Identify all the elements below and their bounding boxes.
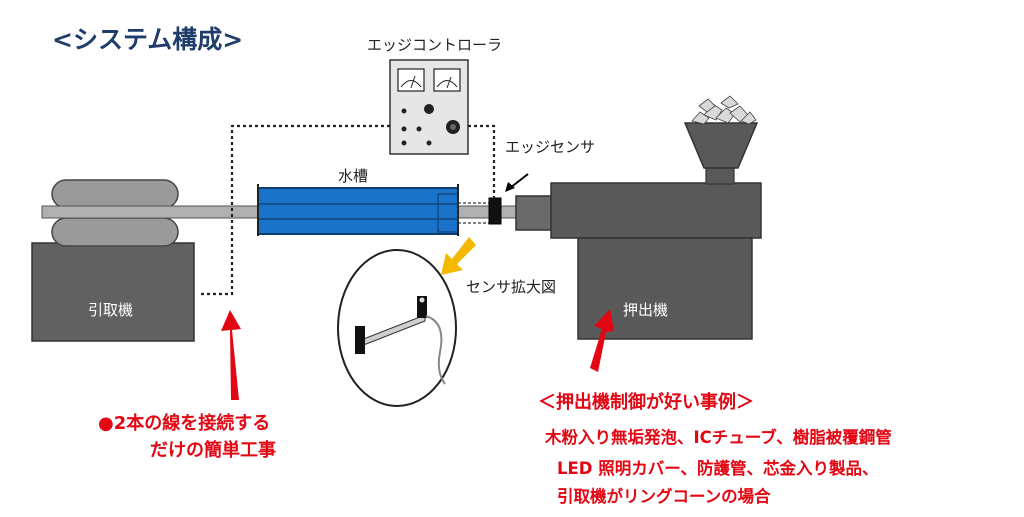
- note-left-line2: だけの簡単工事: [150, 440, 276, 461]
- signal-wiring: [200, 124, 496, 296]
- note-left-line1: ●2本の線を接続する: [98, 413, 271, 434]
- note-right-line3: 引取機がリングコーンの場合: [557, 487, 771, 506]
- yellow-zoom-arrow: [441, 237, 476, 275]
- puller-belt-top: [51, 179, 179, 209]
- red-arrow-right: [590, 309, 614, 372]
- extruder-die: [515, 195, 553, 231]
- water-tank-label: 水槽: [338, 167, 369, 185]
- sensor-zoom-label: センサ拡大図: [466, 278, 557, 296]
- extruder-label: 押出機: [623, 301, 669, 319]
- pipe-dashed-segment: [457, 202, 493, 224]
- edge-controller: [389, 59, 469, 155]
- puller-label: 引取機: [88, 301, 134, 319]
- extruder-barrel: [550, 182, 762, 239]
- puller-machine: [31, 179, 195, 342]
- page-title: <システム構成>: [52, 25, 244, 54]
- puller-belt-bottom: [51, 217, 179, 247]
- sensor-zoom-view: [337, 249, 457, 407]
- hopper-pellets: [691, 95, 757, 125]
- extruder-machine: [515, 95, 762, 340]
- edge-controller-label: エッジコントローラ: [367, 36, 503, 54]
- knob-center: [424, 104, 434, 114]
- edge-sensor: [488, 197, 502, 225]
- note-right-line1: 木粉入り無垢発泡、ICチューブ、樹脂被覆鋼管: [545, 428, 892, 447]
- extruder-hopper: [683, 122, 759, 169]
- puller-body: [31, 242, 195, 342]
- edge-sensor-label: エッジセンサ: [505, 138, 596, 156]
- red-arrow-left: [221, 310, 241, 400]
- note-right-heading: ＜押出機制御が好い事例＞: [538, 392, 754, 413]
- edge-sensor-pointer: [509, 173, 529, 189]
- extruder-hopper-neck: [705, 167, 735, 185]
- water-tank-body: [257, 187, 459, 235]
- water-tank: [257, 184, 459, 236]
- note-right-line2: LED 照明カバー、防護管、芯金入り製品、: [557, 459, 879, 478]
